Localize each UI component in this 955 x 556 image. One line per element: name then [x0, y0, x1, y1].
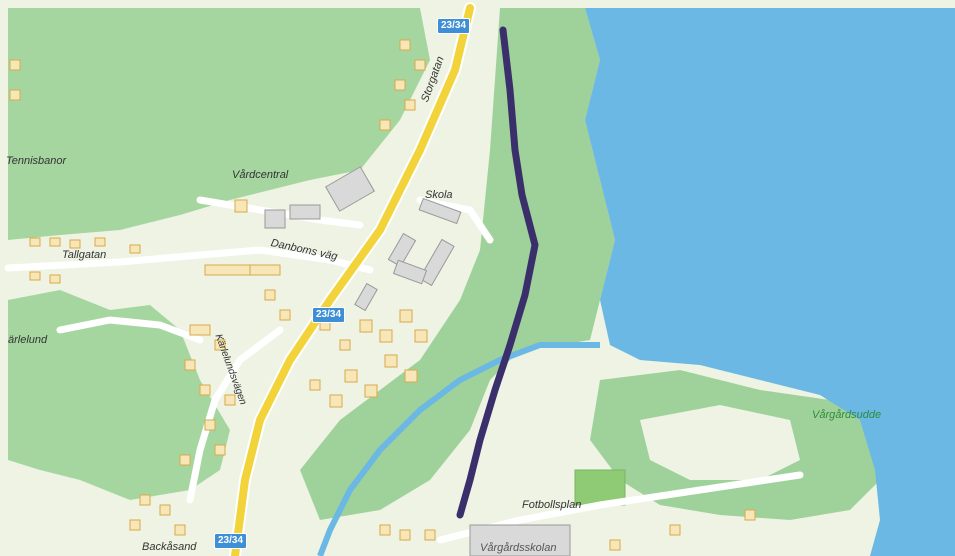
forest-area-east — [300, 8, 615, 520]
main-road-storgatan-fill — [231, 4, 474, 556]
label-skola: Skola — [425, 189, 453, 201]
institution-buildings — [264, 166, 571, 556]
label-tallgatan: Tallgatan — [62, 249, 107, 261]
open-field-south — [640, 405, 800, 480]
label-backasand: Backåsand — [142, 541, 197, 553]
route-shield-north: 23/34 — [437, 18, 471, 34]
forest-area-northwest — [8, 8, 430, 240]
label-fotbollsplan: Fotbollsplan — [522, 499, 582, 511]
label-vardcentral: Vårdcentral — [232, 169, 289, 181]
route-shield-south: 23/34 — [214, 533, 248, 549]
route-shield-middle: 23/34 — [312, 307, 346, 323]
stream — [317, 342, 600, 556]
lake-water — [585, 8, 955, 556]
label-tennisbanor: Tennisbanor — [6, 155, 67, 167]
residential-buildings — [9, 39, 756, 551]
forest-area-west — [8, 290, 230, 500]
label-vargardsudde: Vårgårdsudde — [812, 409, 882, 421]
route-line — [456, 26, 539, 519]
label-arlelund: ärlelund — [8, 334, 48, 346]
label-vargardsskolan: Vårgårdsskolan — [480, 542, 557, 554]
